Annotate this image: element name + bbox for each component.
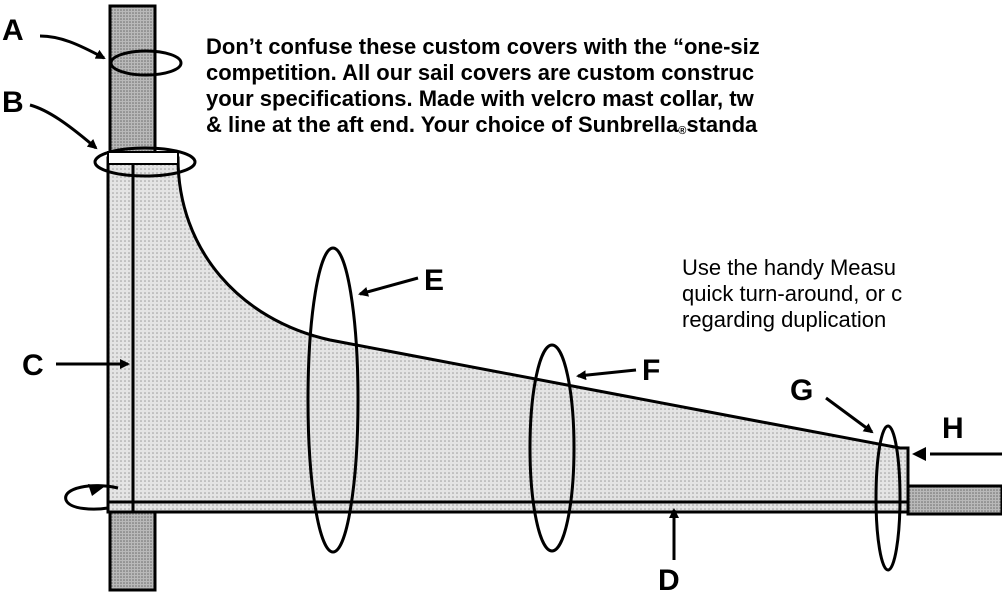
label-h: H bbox=[942, 412, 964, 445]
label-f: F bbox=[642, 354, 660, 387]
sail-cover-body bbox=[106, 156, 910, 514]
measurement-note: Use the handy Measu quick turn-around, o… bbox=[682, 255, 902, 333]
arrow-a bbox=[39, 34, 106, 60]
ring-a bbox=[109, 49, 183, 77]
description-line-2: competition. All our sail covers are cus… bbox=[206, 60, 755, 85]
note-line-3: regarding duplication bbox=[682, 307, 887, 332]
arrow-b bbox=[29, 103, 98, 150]
label-c: C bbox=[22, 349, 44, 382]
boom-end bbox=[906, 484, 1002, 516]
arrow-h-head bbox=[912, 447, 926, 461]
arrow-g bbox=[825, 396, 874, 434]
description-line-4-start: & line at the aft end. Your choice of Su… bbox=[206, 112, 679, 137]
description-line-4: & line at the aft end. Your choice of Su… bbox=[206, 112, 760, 144]
label-g: G bbox=[790, 374, 813, 407]
note-line-1: Use the handy Measu bbox=[682, 255, 897, 280]
description-line-1: Don’t confuse these custom covers with t… bbox=[206, 34, 760, 59]
collar-band bbox=[107, 151, 179, 165]
arrow-f bbox=[576, 368, 637, 381]
ring-b-collar bbox=[93, 146, 197, 178]
description-line-3: your specifications. Made with velcro ma… bbox=[206, 86, 754, 111]
girth-e bbox=[306, 246, 360, 554]
description-line-4-end: standa bbox=[686, 112, 758, 137]
label-e: E bbox=[424, 264, 444, 297]
label-b: B bbox=[2, 86, 24, 119]
label-d: D bbox=[658, 564, 680, 594]
girth-f bbox=[528, 343, 576, 553]
curl-arrow-head bbox=[88, 484, 104, 496]
arrow-e bbox=[358, 276, 419, 297]
girth-g bbox=[874, 424, 902, 572]
registered-mark: ® bbox=[678, 125, 687, 137]
cover-description: Don’t confuse these custom covers with t… bbox=[206, 34, 760, 144]
note-line-2: quick turn-around, or c bbox=[682, 281, 903, 306]
label-a: A bbox=[2, 14, 24, 47]
